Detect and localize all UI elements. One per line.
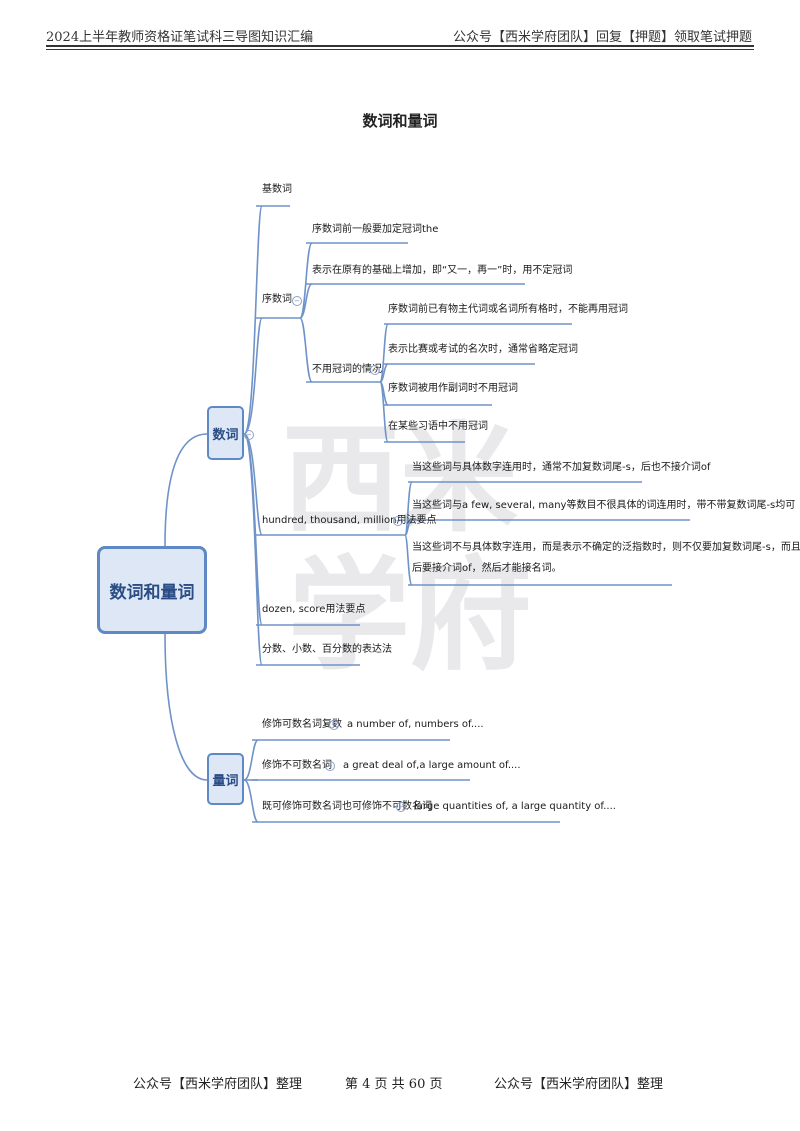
node-bu-c1[interactable]: 序数词前已有物主代词或名词所有格时，不能再用冠词 — [388, 304, 628, 315]
node-xushuci-c1[interactable]: 序数词前一般要加定冠词the — [312, 224, 439, 235]
minus-circle-icon[interactable]: − — [396, 802, 406, 812]
node-hundred-c1[interactable]: 当这些词与具体数字连用时，通常不加复数词尾-s，后也不接介词of — [412, 462, 711, 473]
node-bu-c4[interactable]: 在某些习语中不用冠词 — [388, 421, 488, 432]
node-fenshu[interactable]: 分数、小数、百分数的表达法 — [262, 644, 392, 655]
header-rule-thin — [46, 49, 754, 50]
root-node[interactable]: 数词和量词 — [97, 546, 207, 634]
node-bu-label[interactable]: 不用冠词的情况 — [312, 364, 382, 375]
minus-circle-icon[interactable]: − — [370, 365, 380, 375]
node-bu-c2[interactable]: 表示比赛或考试的名次时，通常省略定冠词 — [388, 344, 578, 355]
minus-circle-icon[interactable]: − — [325, 761, 335, 771]
header-left: 2024上半年教师资格证笔试科三导图知识汇编 — [46, 30, 314, 45]
minus-circle-icon[interactable]: − — [292, 296, 302, 306]
page-title: 数词和量词 — [362, 112, 438, 130]
node-xushuci-c2[interactable]: 表示在原有的基础上增加，即“又一，再一”时，用不定冠词 — [312, 265, 573, 276]
node-dozen[interactable]: dozen, score用法要点 — [262, 604, 366, 615]
node-lc-r2-label[interactable]: 修饰不可数名词 — [262, 760, 332, 771]
minus-circle-icon[interactable]: − — [244, 430, 254, 440]
branch-liangci[interactable]: 量词 — [207, 753, 244, 805]
node-hundred-c3a[interactable]: 当这些词不与具体数字连用，而是表示不确定的泛指数时，则不仅要加复数词尾-s，而且 — [412, 542, 800, 553]
footer-page-number: 第 4 页 共 60 页 — [345, 1077, 443, 1092]
node-lc-r3-value[interactable]: large quantities of, a large quantity of… — [414, 801, 616, 812]
header-rule — [46, 45, 754, 47]
node-lc-r1-label[interactable]: 修饰可数名词复数 — [262, 719, 342, 730]
footer-left: 公众号【西米学府团队】整理 — [133, 1077, 303, 1092]
footer-right: 公众号【西米学府团队】整理 — [494, 1077, 664, 1092]
branch-shuci[interactable]: 数词 — [207, 406, 244, 460]
node-hundred-c3b[interactable]: 后要接介词of，然后才能接名词。 — [412, 563, 562, 574]
node-bu-c3[interactable]: 序数词被用作副词时不用冠词 — [388, 383, 518, 394]
node-hundred[interactable]: hundred, thousand, million用法要点 — [262, 515, 437, 526]
node-lc-r1-value[interactable]: a number of, numbers of.... — [347, 719, 484, 730]
node-jishuci[interactable]: 基数词 — [262, 184, 292, 195]
node-xushuci[interactable]: 序数词 — [262, 294, 292, 305]
node-hundred-c2[interactable]: 当这些词与a few, several, many等数目不很具体的词连用时，带不… — [412, 500, 796, 511]
node-lc-r3-label[interactable]: 既可修饰可数名词也可修饰不可数名词 — [262, 801, 432, 812]
node-lc-r2-value[interactable]: a great deal of,a large amount of.... — [343, 760, 521, 771]
minus-circle-icon[interactable]: − — [329, 720, 339, 730]
header-right: 公众号【西米学府团队】回复【押题】领取笔试押题 — [452, 30, 752, 45]
minus-circle-icon[interactable]: − — [393, 516, 403, 526]
